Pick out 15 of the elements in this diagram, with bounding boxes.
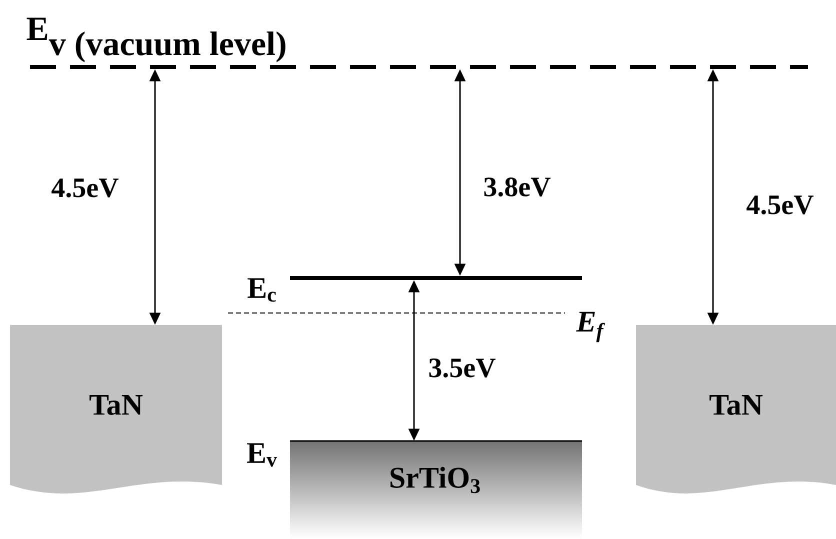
edge-label: 4.5eV — [746, 196, 814, 214]
vacuum-level-line — [30, 65, 808, 69]
edge-label: 3.8eV — [484, 178, 551, 197]
level-label: TaN — [90, 395, 143, 415]
level-label: E$_{f}$ — [576, 312, 605, 342]
edge-label: 3.5eV — [429, 358, 496, 378]
conduction-band-line — [290, 276, 582, 280]
level-label: TaN — [710, 395, 763, 415]
level-label: E$_{v}$ — [247, 443, 278, 467]
metal-block — [10, 325, 222, 494]
edge-label: 4.5eV — [52, 178, 118, 198]
level-label: SrTiO$_{3}$ — [390, 466, 480, 494]
metal-block — [636, 325, 836, 494]
level-label: E$_{c}$ — [248, 278, 276, 302]
level-label: $\textbf{E}_{\textbf{v (vacuum level)}}$ — [26, 18, 286, 62]
